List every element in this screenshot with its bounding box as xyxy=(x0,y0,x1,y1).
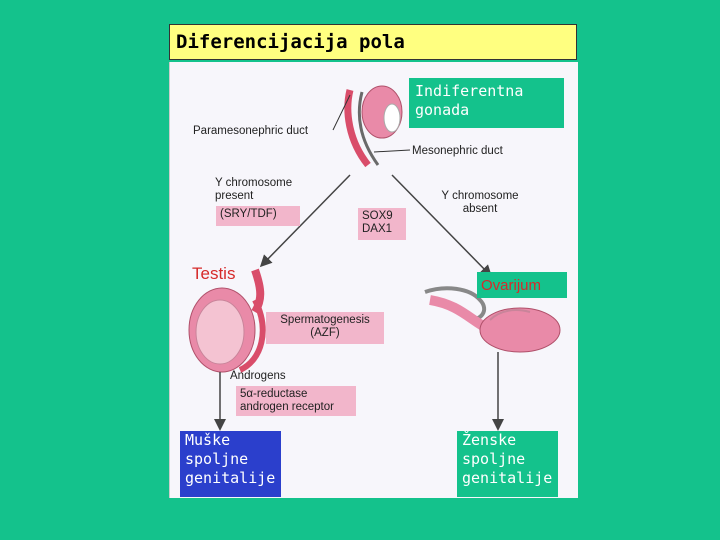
androgens-label: Androgens xyxy=(230,370,286,382)
mesonephric-pointer xyxy=(373,149,411,153)
spermatogenesis-label: Spermatogenesis (AZF) xyxy=(266,312,384,344)
y-present-label: Y chromosome present xyxy=(215,177,293,202)
testis-label: Testis xyxy=(192,264,236,283)
slide-title: Diferencijacija pola xyxy=(169,24,577,60)
receptor-text: androgen receptor xyxy=(240,401,334,413)
arrow-to-testis xyxy=(259,174,351,268)
reductase-text: 5α-reductase xyxy=(240,388,308,400)
female-genitalia-box: Ženske spoljne genitalije xyxy=(457,431,558,497)
indifferent-gonad-box: Indiferentna gonada xyxy=(409,78,564,128)
paramesonephric-pointer xyxy=(332,94,351,131)
y-absent-label: Y chromosome absent xyxy=(441,190,519,215)
testis-drawing xyxy=(188,268,266,373)
sry-label: (SRY/TDF) xyxy=(216,206,300,226)
sox9-dax1-label: SOX9 DAX1 xyxy=(358,208,406,240)
dax1-text: DAX1 xyxy=(362,223,393,235)
paramesonephric-label: Paramesonephric duct xyxy=(193,125,309,137)
ovary-box: Ovarijum xyxy=(477,272,567,298)
mesonephric-label: Mesonephric duct xyxy=(412,145,503,157)
sox9-text: SOX9 xyxy=(362,210,393,222)
indifferent-gonad-drawing xyxy=(344,85,403,168)
male-genitalia-box: Muške spoljne genitalije xyxy=(180,431,281,497)
arrow-to-ovary xyxy=(391,174,493,278)
azf-text: (AZF) xyxy=(310,327,340,339)
ovary-drawing xyxy=(424,286,561,353)
reductase-label: 5α-reductase androgen receptor xyxy=(236,386,356,416)
spermatogenesis-text: Spermatogenesis xyxy=(280,314,370,326)
